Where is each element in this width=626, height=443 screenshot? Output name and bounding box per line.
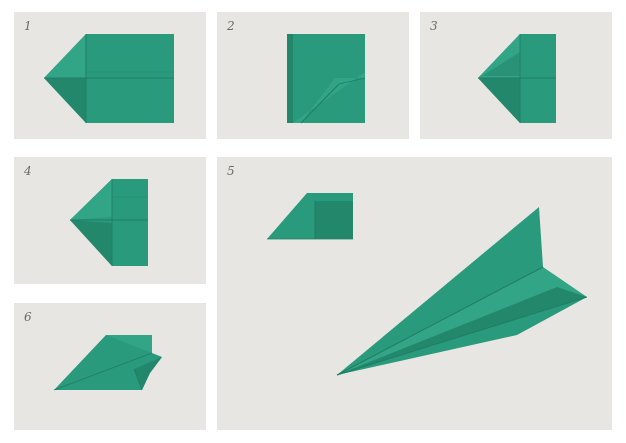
step-6-illustration: [53, 335, 162, 391]
step-3-number: 3: [430, 19, 438, 33]
step-1-panel: 1: [14, 12, 206, 139]
step-5-illustration: [267, 193, 588, 376]
step-4-number: 4: [24, 164, 32, 178]
step-4-illustration: [70, 179, 148, 266]
step-5-panel: 5: [217, 157, 612, 430]
step-6-panel: 6: [14, 303, 206, 430]
step-4-panel: 4: [14, 157, 206, 284]
step-3-illustration: [478, 34, 556, 123]
step-5-number: 5: [227, 164, 235, 178]
step-1-number: 1: [24, 19, 32, 33]
step-3-panel: 3: [420, 12, 612, 139]
step-2-panel: 2: [217, 12, 409, 139]
step-1-illustration: [44, 34, 174, 123]
step-2-illustration: [287, 34, 366, 124]
step-2-number: 2: [227, 19, 235, 33]
step-6-number: 6: [24, 310, 32, 324]
